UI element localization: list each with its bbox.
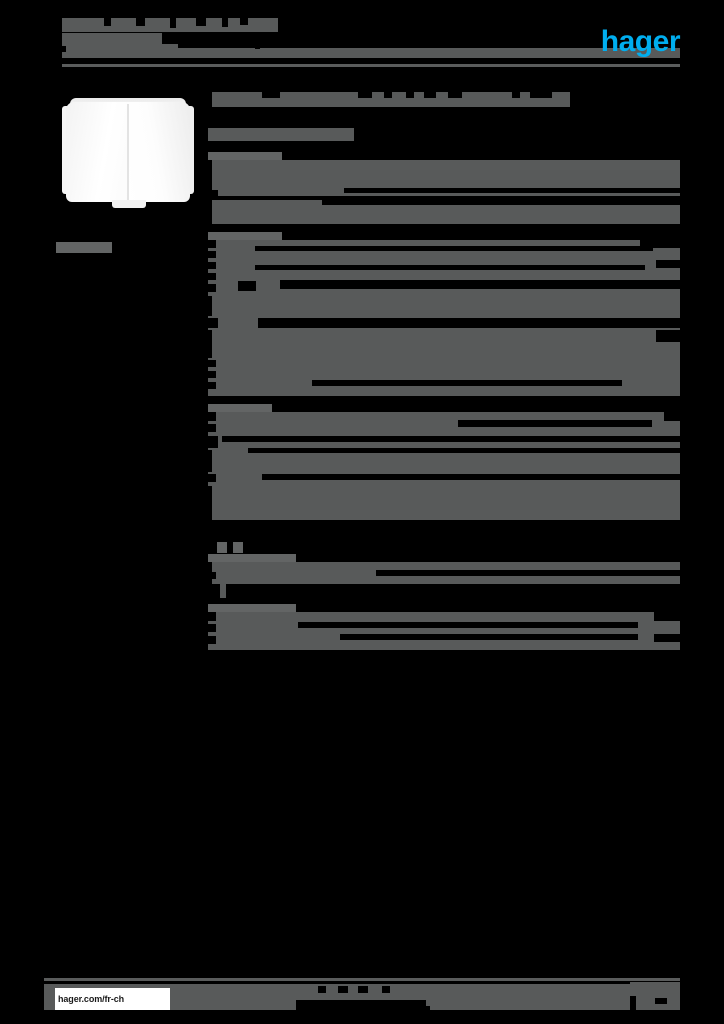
row-gap [208, 296, 212, 316]
row-gap [208, 160, 212, 196]
leader-gap [280, 280, 680, 289]
footer-gap [630, 996, 636, 1010]
hager-logo[interactable]: hager [600, 25, 681, 58]
leader-gap [312, 380, 622, 386]
spec-row-group [208, 412, 680, 520]
section-label [217, 542, 227, 553]
footer-gap [358, 986, 368, 993]
row-gap [226, 584, 680, 598]
footer-gap [318, 986, 326, 993]
heading-gap [406, 92, 414, 98]
row-gap [208, 474, 216, 482]
leader-gap [298, 622, 638, 628]
leader-gap [458, 420, 652, 427]
row-gap [656, 260, 680, 268]
product-image [62, 92, 194, 212]
header-divider [62, 64, 680, 67]
product-render [62, 92, 194, 212]
section-label [208, 152, 282, 161]
footer-url[interactable]: hager.com/fr-ch [55, 988, 170, 1010]
footer-gap [296, 1000, 426, 1010]
row-gap [208, 262, 216, 269]
title-gap [136, 18, 145, 26]
section-label [208, 554, 296, 563]
leader-gap [222, 436, 680, 442]
product-caption [56, 242, 112, 253]
row-gap [208, 412, 216, 421]
heading-gap [424, 92, 436, 98]
product-bottom-tab [112, 200, 146, 208]
product-right-face [128, 102, 190, 202]
heading-gap [358, 92, 372, 98]
row-gap [208, 424, 216, 432]
heading-gap [208, 92, 212, 107]
row-gap [208, 572, 216, 579]
row-gap [208, 450, 212, 472]
section-label [233, 542, 243, 553]
row-gap [208, 330, 212, 358]
product-heading [208, 92, 570, 107]
row-gap [656, 330, 680, 342]
section-label [208, 604, 296, 613]
row-gap [208, 636, 216, 644]
row-gap [208, 284, 216, 292]
title-gap [104, 18, 111, 26]
footer-gap [382, 986, 390, 993]
leader-gap [262, 474, 680, 480]
product-subheading [208, 128, 354, 141]
heading-gap [530, 92, 552, 98]
title-gap [240, 18, 248, 25]
title-gap [222, 18, 228, 27]
row-gap [208, 436, 218, 448]
leader-gap [340, 634, 638, 640]
row-gap [208, 200, 212, 224]
footer-divider [44, 978, 680, 981]
row-gap [208, 190, 218, 197]
section-label [208, 232, 282, 241]
title-gap [170, 18, 176, 28]
heading-gap [448, 92, 462, 98]
leader-gap [255, 265, 645, 270]
leader-gap [344, 188, 680, 193]
row-gap [654, 634, 680, 642]
row-gap [208, 612, 216, 621]
title-gap [62, 46, 66, 52]
row-gap [654, 612, 680, 621]
heading-gap [512, 92, 520, 98]
title-gap [178, 42, 680, 48]
section-label [208, 404, 272, 413]
leader-gap [376, 570, 680, 576]
leader-gap [255, 246, 653, 251]
row-gap [640, 240, 680, 248]
row-gap [208, 318, 218, 328]
row-gap [208, 273, 216, 280]
heading-gap [384, 92, 392, 98]
row-gap [208, 360, 216, 367]
row-gap [208, 624, 216, 632]
row-sep [208, 196, 680, 200]
title-gap [196, 18, 206, 26]
row-gap [208, 382, 216, 389]
footer-gap [416, 1006, 430, 1012]
heading-gap [262, 92, 280, 98]
footer-gap [338, 986, 348, 993]
row-gap [208, 584, 220, 598]
row-gap [208, 251, 216, 258]
leader-gap [248, 448, 680, 453]
leader-gap [322, 200, 680, 205]
footer-gap [655, 998, 667, 1004]
row-gap [664, 412, 680, 421]
product-left-face [66, 102, 128, 202]
spec-row-group [208, 612, 680, 650]
leader-gap [258, 318, 680, 328]
title-gap [162, 33, 292, 44]
row-gap [208, 371, 216, 378]
row-gap [208, 240, 216, 248]
row-gap [228, 588, 236, 594]
product-center-seam [127, 104, 129, 200]
row-gap [208, 486, 212, 520]
row-gap [238, 281, 256, 291]
